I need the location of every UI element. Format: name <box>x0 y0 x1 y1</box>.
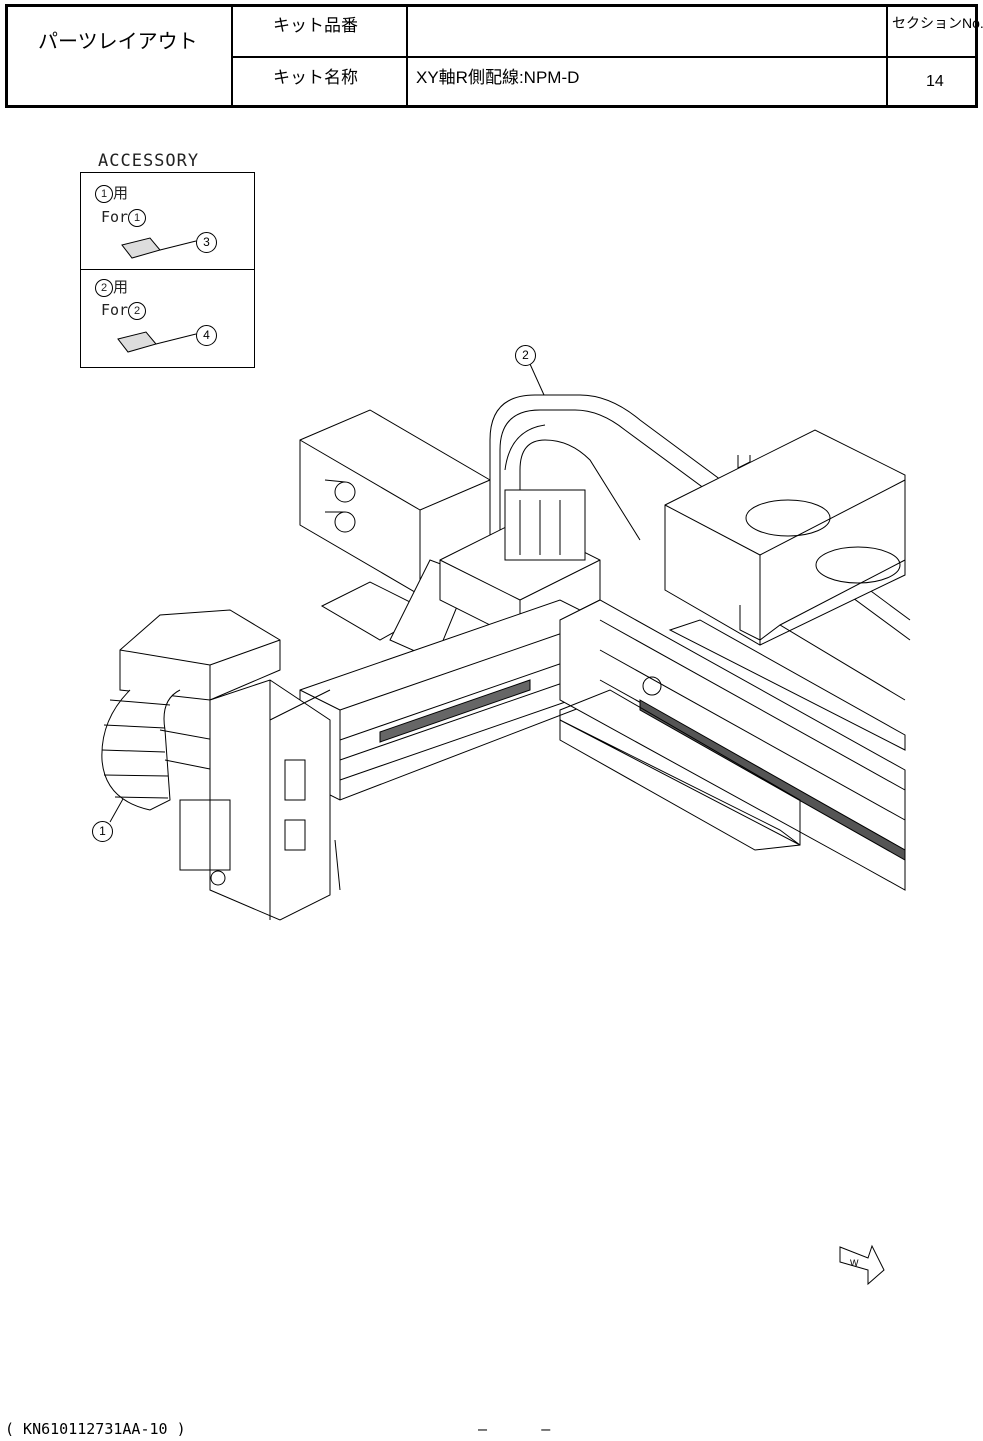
arrow-w-icon: W <box>840 1246 884 1284</box>
svg-text:W: W <box>850 1258 859 1268</box>
part-callout-2: 2 <box>515 345 536 366</box>
page-number: – – <box>478 1420 550 1438</box>
part-callout-1: 1 <box>92 821 113 842</box>
document-code: ( KN610112731AA-10 ) <box>5 1420 186 1438</box>
plate-part-4 <box>118 332 156 352</box>
plate-part-3 <box>122 238 160 258</box>
